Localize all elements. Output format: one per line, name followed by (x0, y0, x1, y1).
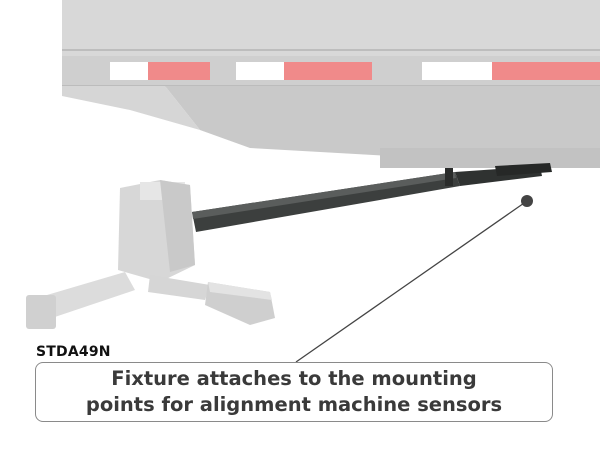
caption-line-2: points for alignment machine sensors (85, 393, 503, 416)
caption-line-1: Fixture attaches to the mounting (111, 367, 477, 390)
callout-leader (295, 195, 533, 363)
fixture-base (26, 180, 275, 329)
model-number: STDA49N (36, 344, 111, 360)
reflector-strips (110, 62, 600, 80)
caption-box: Fixture attaches to the mounting points … (35, 362, 553, 422)
callout-dot-icon (521, 195, 533, 207)
fixture-arm (192, 163, 552, 232)
trailer-body (62, 0, 600, 168)
